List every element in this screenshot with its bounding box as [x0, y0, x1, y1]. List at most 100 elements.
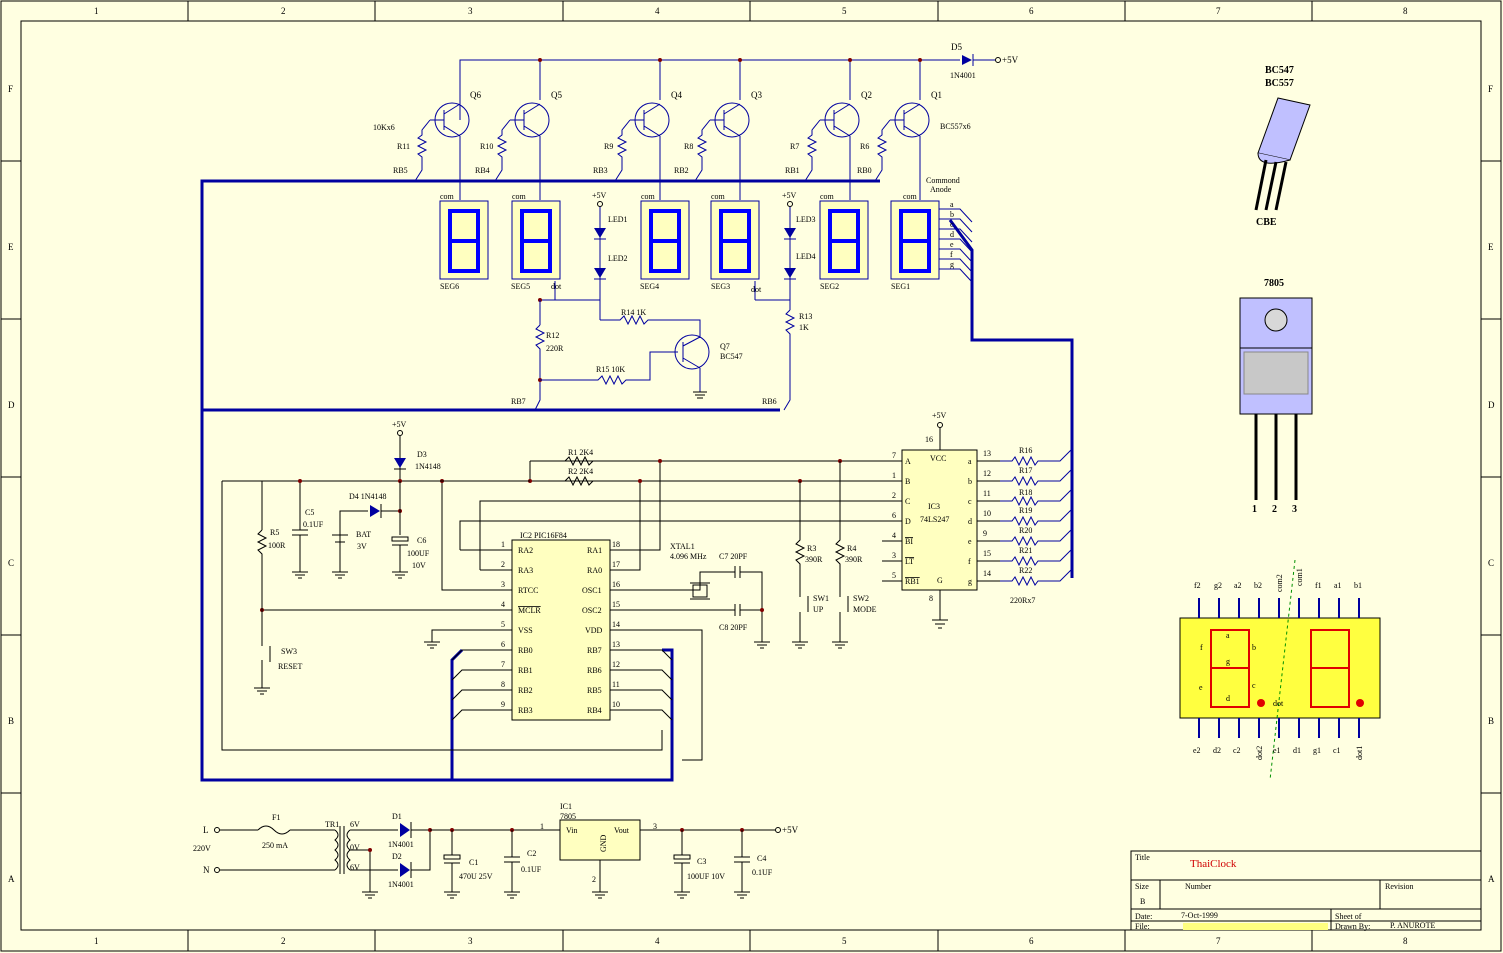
c2-label: C2 — [527, 849, 536, 858]
title-block: Title ThaiClock Size B Number Revision D… — [1130, 850, 1482, 931]
sheet-label: Sheet of — [1335, 912, 1362, 921]
ic2-pin-name: MCLR — [518, 606, 541, 615]
rb6-label: RB6 — [762, 397, 777, 406]
7805-pin: 3 — [1292, 504, 1297, 515]
ic3-pin-num: 12 — [983, 469, 991, 478]
ic2-pin-name: RA2 — [518, 546, 533, 555]
ic3-pin-name: b — [968, 477, 972, 486]
f1-value: 250 mA — [262, 841, 288, 850]
date-value: 7-Oct-1999 — [1181, 911, 1218, 920]
led2-label: LED2 — [608, 254, 628, 263]
ic3-vcc: VCC — [930, 454, 946, 463]
pnp-part: BC557x6 — [940, 122, 971, 131]
seg-res-label: R19 — [1019, 506, 1032, 515]
drawn-by: P. ANUROTE — [1390, 921, 1435, 930]
com-label: com — [641, 192, 656, 201]
sw3-label: SW3 — [281, 647, 297, 656]
ic3-pin-num: 4 — [892, 531, 896, 540]
mains-voltage: 220V — [193, 844, 211, 853]
ic3-pin-num: 7 — [892, 451, 896, 460]
title-label: Title — [1135, 853, 1150, 862]
drawn-label: Drawn By: — [1335, 922, 1370, 931]
seg-letter: g — [950, 260, 954, 269]
seg-res-value: 220Rx7 — [1010, 596, 1035, 605]
bottom-pin: e1 — [1273, 746, 1281, 755]
regulator-output: +5V — [782, 825, 799, 835]
r2-label: R2 2K4 — [568, 467, 593, 476]
col-label: 7 — [1216, 6, 1221, 16]
bc547-package: BC547 BC557 CBE — [1254, 65, 1311, 228]
c1-label: C1 — [469, 858, 478, 867]
ic2-pin-name: RB3 — [518, 706, 533, 715]
driver-transistors: D5 1N4001 +5V — [373, 42, 1019, 200]
rb4-label: RB4 — [475, 166, 490, 175]
cbe-label: CBE — [1256, 217, 1277, 228]
d5-vcc: +5V — [1002, 55, 1019, 65]
seg3-label: SEG3 — [711, 282, 730, 291]
d3-part: 1N4148 — [415, 462, 441, 471]
seg-res-label: R22 — [1019, 566, 1032, 575]
tr1-label: TR1 — [325, 820, 339, 829]
led-vcc: +5V — [592, 191, 607, 200]
ic1-label: IC1 — [560, 802, 572, 811]
seg-letter: f — [950, 250, 953, 259]
rb3-label: RB3 — [593, 166, 608, 175]
r15-label: R15 10K — [596, 365, 625, 374]
q3-label: Q3 — [751, 90, 762, 100]
com-label: com — [512, 192, 527, 201]
ic2-pin-name: VDD — [585, 626, 603, 635]
bc547-label: BC547 — [1265, 65, 1294, 76]
seg-res-label: R16 — [1019, 446, 1032, 455]
top-pin: f1 — [1315, 581, 1322, 590]
ic2-pin-name: RB5 — [587, 686, 602, 695]
bus-lines — [200, 179, 1074, 782]
date-label: Date: — [1135, 912, 1152, 921]
c3-label: C3 — [697, 857, 706, 866]
col-label: 4 — [655, 6, 660, 16]
ic3-pin-name: D — [905, 517, 911, 526]
q1-symbol — [890, 102, 930, 200]
ic2-microcontroller: IC2 PIC16F84 1 2 3 4 5 6 7 8 9 RA2 RA3 R… — [492, 531, 632, 721]
ic1-pin3: 3 — [653, 822, 657, 831]
number-label: Number — [1185, 882, 1212, 891]
ic1-pin2: 2 — [592, 875, 596, 884]
c4-value: 0.1UF — [752, 868, 773, 877]
ic3-pin-name: A — [905, 457, 911, 466]
crystal-oscillator: XTAL1 4.096 MHz C7 20PF C8 20PF — [632, 542, 770, 649]
mcu-wiring: R1 2K4 R2 2K4 — [221, 448, 882, 761]
size-label: Size — [1135, 882, 1149, 891]
seg1-label: SEG1 — [891, 282, 910, 291]
col-label: 2 — [281, 936, 286, 946]
ic2-pin-name: RB7 — [587, 646, 602, 655]
led1-label: LED1 — [608, 215, 628, 224]
r4-label: R4 — [847, 544, 856, 553]
sw3-text: RESET — [278, 662, 303, 671]
7805-label: 7805 — [1264, 278, 1284, 289]
ic2-pin-num: 2 — [501, 560, 505, 569]
xtal-label: XTAL1 — [670, 542, 695, 551]
q2-symbol — [820, 102, 860, 200]
col-label: 5 — [842, 6, 847, 16]
led3-label: LED3 — [796, 215, 816, 224]
r14-label: R14 1K — [621, 308, 646, 317]
ic2-pin-num: 7 — [501, 660, 505, 669]
ic2-name: IC2 PIC16F84 — [520, 531, 567, 540]
ic2-pin-name: RB6 — [587, 666, 602, 675]
c1-value: 470U 25V — [459, 872, 493, 881]
ic3-vcc-net: +5V — [932, 411, 947, 420]
led4-label: LED4 — [796, 252, 816, 261]
sw1-label: SW1 — [813, 594, 829, 603]
q4-label: Q4 — [671, 90, 682, 100]
d1-label: D1 — [392, 812, 402, 821]
inner-seg: e — [1199, 683, 1203, 692]
q7-part: BC547 — [720, 352, 743, 361]
q5-label: Q5 — [551, 90, 562, 100]
seg6-label: SEG6 — [440, 282, 459, 291]
ic3-pin-name: g — [968, 577, 972, 586]
anode-label: Commond — [926, 176, 960, 185]
ic3-pin-name: RB1 — [905, 577, 920, 586]
ic1-pin1: 1 — [540, 822, 544, 831]
top-pin: g2 — [1214, 581, 1222, 590]
